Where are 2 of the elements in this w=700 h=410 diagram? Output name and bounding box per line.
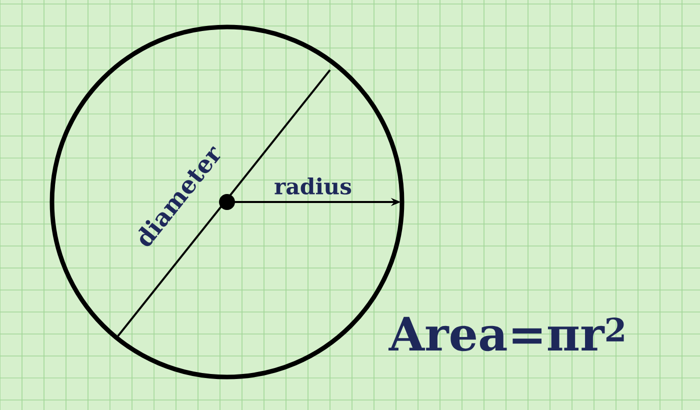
area-formula: Area=πr$^{2}$: [388, 316, 624, 352]
radius-label: radius: [274, 177, 352, 195]
